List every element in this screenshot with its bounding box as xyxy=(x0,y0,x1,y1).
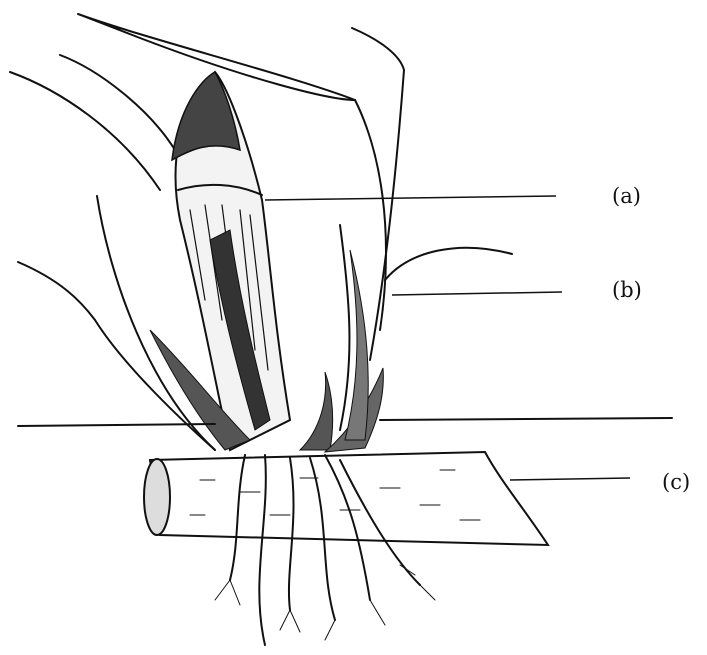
soil-line-left xyxy=(18,424,215,426)
left-low-leaf xyxy=(18,262,215,450)
left-top-leaf-inner xyxy=(60,55,175,150)
leader-line-c xyxy=(510,478,630,480)
sheath-spike xyxy=(300,372,333,450)
soil-line-right xyxy=(380,418,672,420)
right-curled-leaf xyxy=(385,248,512,280)
label-a: (a) xyxy=(612,184,641,208)
root-hairs xyxy=(215,565,435,640)
right-inner-leaf xyxy=(340,225,349,430)
label-c: (c) xyxy=(662,470,690,494)
shoot-tip xyxy=(172,72,240,160)
left-top-leaf-edge xyxy=(10,72,160,190)
sett-body xyxy=(150,452,548,545)
label-b: (b) xyxy=(612,278,642,302)
leader-line-b xyxy=(392,292,562,295)
sett-cut-end xyxy=(144,459,170,535)
leader-line-a xyxy=(265,196,556,200)
